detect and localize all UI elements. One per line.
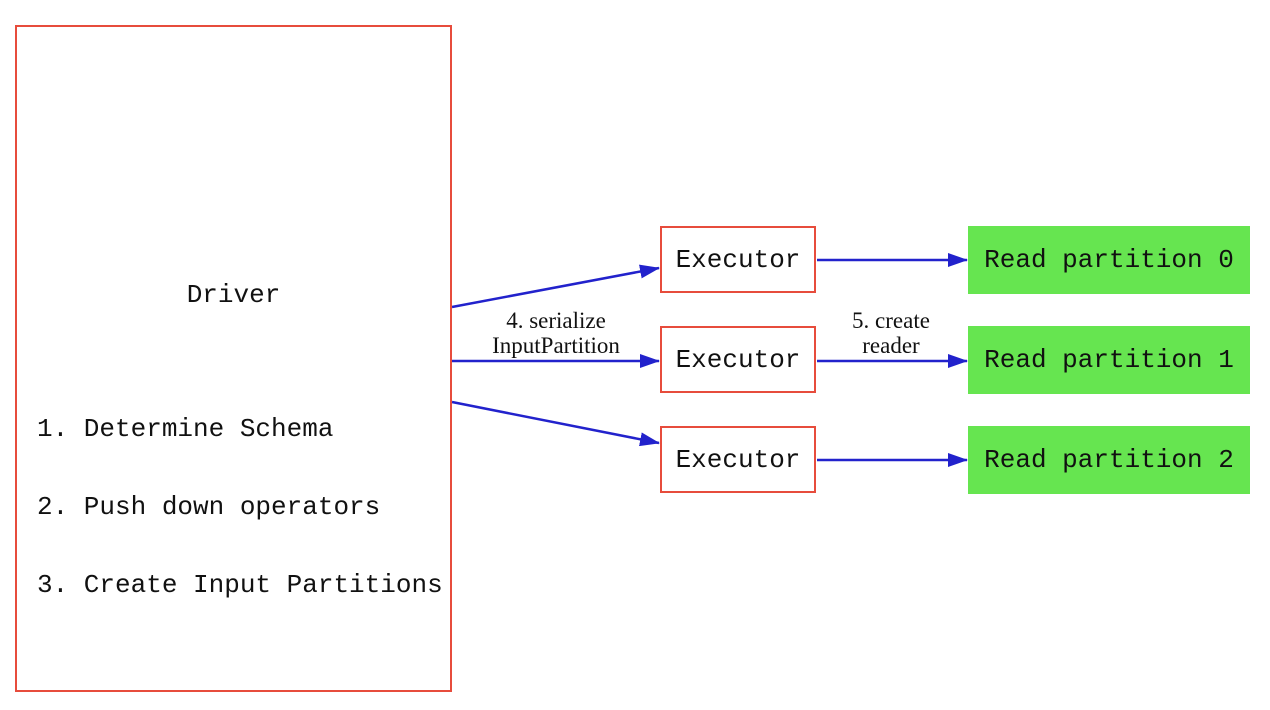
executor-box-3: Executor (660, 426, 816, 493)
arrow-driver-to-executor-1 (451, 264, 660, 309)
edge-label-serialize-input-partition: 4. serialize InputPartition (446, 308, 666, 358)
arrow-driver-to-executor-3 (451, 400, 660, 447)
driver-box: Driver 1. Determine Schema 2. Push down … (15, 25, 452, 692)
executor-label: Executor (675, 344, 801, 375)
driver-step-3: 3. Create Input Partitions (37, 570, 443, 600)
edge-label-line: InputPartition (492, 333, 620, 358)
edge-label-line: reader (862, 333, 920, 358)
edge-label-create-reader: 5. create reader (801, 308, 981, 358)
read-partition-box-2: Read partition 2 (968, 426, 1250, 494)
executor-box-1: Executor (660, 226, 816, 293)
driver-steps-list: 1. Determine Schema 2. Push down operato… (37, 364, 443, 650)
driver-title: Driver (186, 280, 281, 310)
read-partition-box-0: Read partition 0 (968, 226, 1250, 294)
driver-step-1: 1. Determine Schema (37, 414, 334, 444)
executor-label: Executor (675, 444, 801, 475)
read-partition-label: Read partition 1 (984, 345, 1234, 375)
edge-label-line: 4. serialize (506, 308, 606, 333)
driver-step-2: 2. Push down operators (37, 492, 381, 522)
executor-label: Executor (675, 244, 801, 275)
read-partition-label: Read partition 0 (984, 245, 1234, 275)
read-partition-label: Read partition 2 (984, 445, 1234, 475)
read-partition-box-1: Read partition 1 (968, 326, 1250, 394)
executor-box-2: Executor (660, 326, 816, 393)
edge-label-line: 5. create (852, 308, 930, 333)
